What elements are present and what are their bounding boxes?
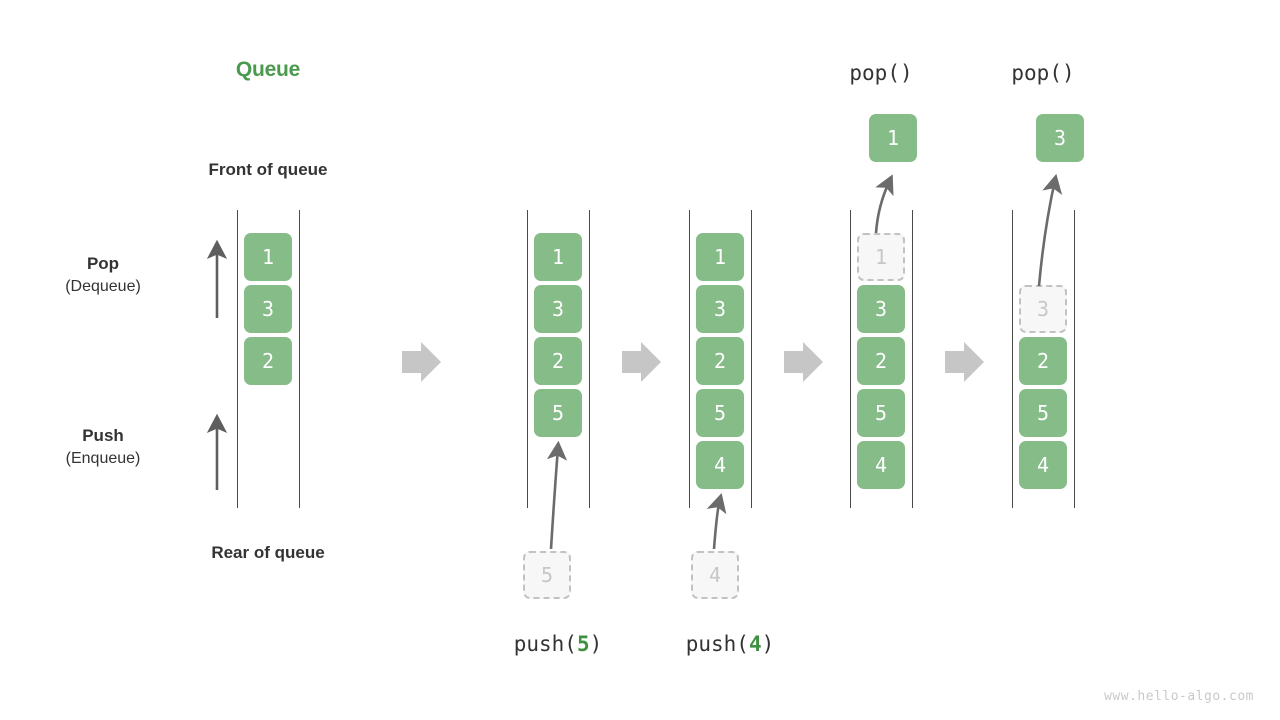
op-suffix: ) [761,632,775,656]
queue-rail-left-s2 [527,210,528,508]
queue-cell: 2 [534,337,582,385]
queue-rail-right-s2 [589,210,590,508]
incoming-element-ghost: 5 [523,551,571,599]
queue-rail-left-s5 [1012,210,1013,508]
queue-cell: 2 [857,337,905,385]
watermark: www.hello-algo.com [1104,689,1254,704]
popped-element: 3 [1036,114,1084,162]
incoming-element-ghost: 4 [691,551,739,599]
queue-cell: 4 [1019,441,1067,489]
queue-cell: 3 [244,285,292,333]
label-pop: Pop [86,254,120,273]
op-prefix: push( [685,632,749,656]
queue-rail-left-s4 [850,210,851,508]
push-5-insert-arrow [546,440,568,550]
queue-cell: 1 [244,233,292,281]
queue-cell-removed: 3 [1019,285,1067,333]
pop-1-extract-arrow [874,174,894,234]
label-enqueue: (Enqueue) [65,450,141,467]
queue-cell: 2 [244,337,292,385]
queue-rail-left-s1 [237,210,238,508]
queue-cell-removed: 1 [857,233,905,281]
label-front-of-queue: Front of queue [208,160,328,179]
transition-arrow [784,342,823,382]
operation-caption-push-5: push(5) [458,632,658,656]
queue-rail-left-s3 [689,210,690,508]
queue-rail-right-s4 [912,210,913,508]
queue-cell: 1 [696,233,744,281]
queue-cell: 5 [1019,389,1067,437]
transition-arrow [402,342,441,382]
queue-cell: 2 [1019,337,1067,385]
queue-rail-right-s5 [1074,210,1075,508]
popped-element: 1 [869,114,917,162]
operation-caption-push-4: push(4) [630,632,830,656]
queue-cell: 5 [696,389,744,437]
page-title: Queue [235,58,301,81]
queue-cell: 4 [696,441,744,489]
queue-cell: 3 [857,285,905,333]
op-suffix: ) [589,632,603,656]
queue-cell: 4 [857,441,905,489]
queue-rail-right-s3 [751,210,752,508]
transition-arrow [945,342,984,382]
queue-cell: 3 [534,285,582,333]
op-prefix: push( [513,632,577,656]
op-argument: 4 [748,632,762,656]
label-rear-of-queue: Rear of queue [211,543,325,562]
op-argument: 5 [576,632,590,656]
pop-3-extract-arrow [1037,173,1063,287]
queue-cell: 1 [534,233,582,281]
label-push-group: Push (Enqueue) [13,425,193,471]
label-pop-group: Pop (Dequeue) [13,253,193,299]
label-dequeue: (Dequeue) [65,278,141,295]
transition-arrow [622,342,661,382]
operation-caption-pop-1: pop() [849,61,913,85]
queue-cell: 5 [534,389,582,437]
queue-rail-right-s1 [299,210,300,508]
label-push: Push [82,426,124,445]
operation-caption-pop-3: pop() [1011,61,1075,85]
push-4-insert-arrow [706,492,727,550]
queue-cell: 3 [696,285,744,333]
queue-cell: 5 [857,389,905,437]
queue-cell: 2 [696,337,744,385]
